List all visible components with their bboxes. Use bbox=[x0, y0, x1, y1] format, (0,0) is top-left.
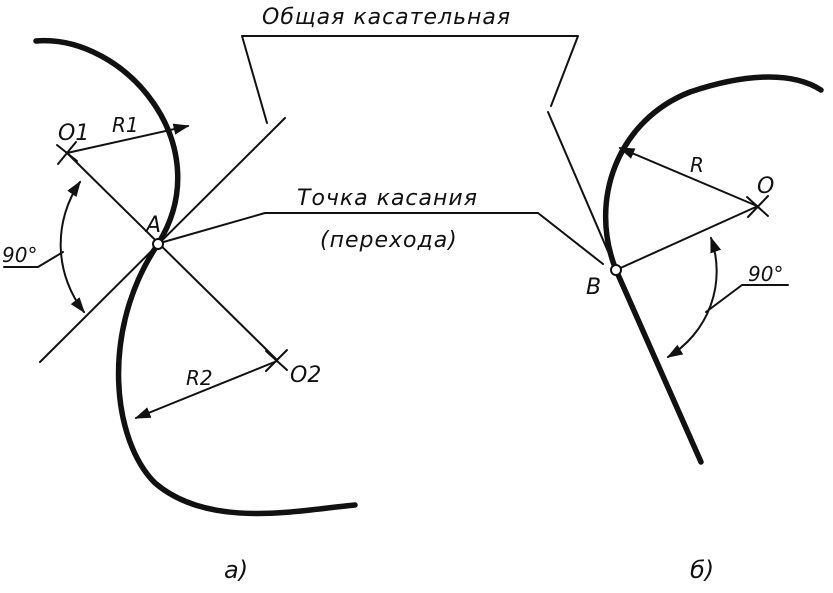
point-a-label: A bbox=[144, 213, 161, 238]
panel-a: A O1 O2 R1 R2 90° а) bbox=[2, 38, 358, 584]
lower-arc bbox=[115, 241, 358, 517]
angle-label-b: 90° bbox=[748, 262, 783, 286]
panel-a-label: а) bbox=[224, 556, 248, 584]
right-angle-arc bbox=[59, 180, 85, 314]
center-o-mark-b bbox=[746, 196, 769, 217]
angle-label-a: 90° bbox=[2, 243, 37, 267]
center-o2-label: O2 bbox=[290, 363, 321, 388]
upper-arc bbox=[33, 38, 181, 247]
tangent-point-a bbox=[152, 238, 164, 250]
tangent-point-caption-line2: (перехода) bbox=[320, 228, 458, 253]
center-o1-label: O1 bbox=[58, 121, 89, 146]
radius-r1-arrow bbox=[66, 123, 190, 154]
radius-r2-arrow bbox=[134, 360, 278, 419]
common-tangent-line bbox=[39, 117, 286, 363]
right-angle-arc-b bbox=[666, 236, 722, 358]
radius-r-label: R bbox=[690, 153, 704, 177]
angle-leader-a bbox=[3, 251, 64, 268]
panel-b-label: б) bbox=[690, 556, 714, 584]
tangent-line-thin bbox=[547, 111, 617, 271]
tangent-point-callout-leader bbox=[159, 212, 604, 265]
panel-b: B O R 90° б) bbox=[547, 74, 824, 584]
straight-line-thick bbox=[613, 267, 704, 465]
angle-leader-b bbox=[705, 284, 789, 313]
point-b-label: B bbox=[586, 275, 601, 300]
common-tangent-caption: Общая касательная bbox=[262, 5, 511, 30]
radius-r1-label: R1 bbox=[112, 113, 139, 137]
arc-b bbox=[602, 74, 824, 273]
radius-line-bo bbox=[615, 205, 759, 271]
tangent-point-b bbox=[610, 264, 622, 276]
radius-r-arrow bbox=[618, 147, 758, 207]
center-o-label: O bbox=[757, 174, 774, 199]
radius-r2-label: R2 bbox=[186, 366, 213, 390]
common-tangent-callout-leader bbox=[241, 35, 579, 124]
line-of-centers bbox=[65, 151, 278, 361]
tangent-point-caption-line1: Точка касания bbox=[297, 186, 478, 211]
